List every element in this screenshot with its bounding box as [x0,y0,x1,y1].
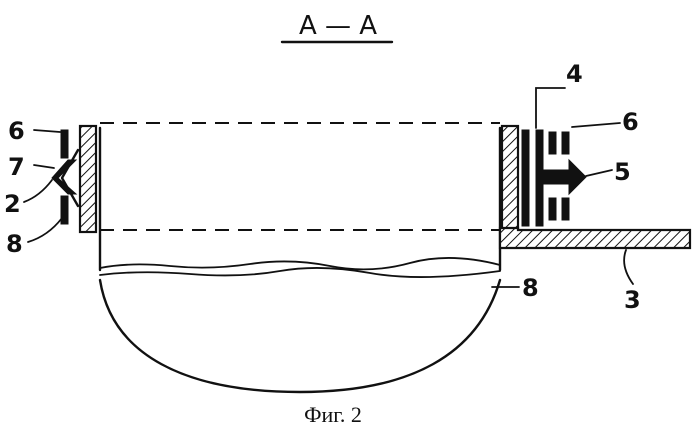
base-plate [500,228,690,248]
callout-3: 3 [624,286,641,314]
right-clamp [502,126,586,232]
callout-8-right: 8 [522,274,539,302]
section-label: А — А [299,11,377,41]
callout-6-right: 6 [622,108,639,136]
callout-6-left: 6 [8,117,25,145]
callout-8-left: 8 [6,230,23,258]
left-clamp [52,126,96,232]
callout-7: 7 [8,153,25,181]
bag-body [100,128,500,392]
callout-5: 5 [614,158,631,186]
dashed-outline [100,123,500,230]
callout-2: 2 [4,190,21,218]
callout-4: 4 [566,60,583,88]
figure-caption: Фиг. 2 [304,402,362,427]
